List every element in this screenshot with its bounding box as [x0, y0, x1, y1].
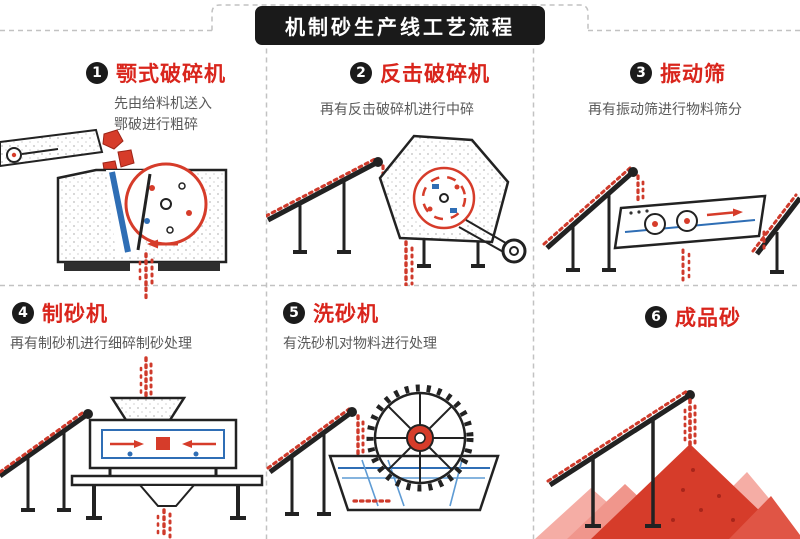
step-description-line: 先由给料机送入	[114, 96, 212, 112]
page-title: 机制砂生产线工艺流程	[285, 15, 515, 39]
feed-conveyor	[266, 407, 357, 516]
discharge-stream	[138, 252, 154, 286]
leg-foot	[417, 264, 431, 268]
undersize-stream	[681, 248, 691, 282]
stacker-conveyor	[546, 389, 695, 528]
step-number-badge: 1	[86, 62, 108, 84]
feed-conveyor	[0, 409, 93, 512]
step-cell-sand-washer: 5 洗砂机 有洗砂机对物料进行处理	[266, 286, 533, 539]
step-title: 振动筛	[660, 62, 726, 86]
step-number-badge: 5	[283, 302, 305, 324]
sand-maker-machine	[70, 396, 264, 520]
step-description: 再有反击破碎机进行中碎	[320, 100, 474, 121]
leg-foot	[471, 264, 485, 268]
step-header: 5 洗砂机	[283, 298, 379, 328]
step-title: 制砂机	[42, 302, 108, 326]
finished-sand-illustration	[535, 389, 800, 539]
step-description-line: 再有振动筛进行物料筛分	[588, 102, 742, 118]
housing-legs	[422, 238, 480, 264]
step-header: 3 振动筛	[630, 58, 726, 88]
title-banner: 机制砂生产线工艺流程	[255, 6, 545, 45]
step-description-line: 鄂破进行粗碎	[114, 117, 198, 133]
step-cell-impact-crusher: 2 反击破碎机 再有反击破碎机进行中碎	[266, 30, 533, 286]
crusher-body	[56, 162, 228, 264]
step-title: 洗砂机	[313, 302, 379, 326]
impact-crusher-illustration	[266, 134, 527, 286]
step-cell-jaw-crusher: 1 颚式破碎机 先由给料机送入 鄂破进行粗碎	[0, 30, 266, 286]
step-description: 先由给料机送入 鄂破进行粗碎	[114, 94, 212, 136]
step-number-badge: 3	[630, 62, 652, 84]
discharge-stream	[156, 508, 172, 539]
jaw-crusher-illustration	[0, 128, 228, 286]
step-description: 再有振动筛进行物料筛分	[588, 100, 742, 121]
machine-base	[64, 262, 220, 271]
feed-conveyor	[542, 166, 638, 272]
step-header: 2 反击破碎机	[350, 58, 490, 88]
incoming-stream	[139, 286, 153, 400]
step-number-badge: 2	[350, 62, 372, 84]
step-cell-sand-maker: 4 制砂机 再有制砂机进行细碎制砂处理	[0, 286, 266, 539]
step-header: 4 制砂机	[12, 298, 108, 328]
step-description-line: 再有反击破碎机进行中碎	[320, 102, 474, 118]
sand-maker-illustration	[0, 286, 264, 539]
feed-conveyor	[266, 157, 383, 254]
step-cell-vibrating-screen: 3 振动筛 再有振动筛进行物料筛分	[533, 30, 800, 286]
step-description: 再有制砂机进行细碎制砂处理	[10, 334, 192, 355]
crusher-housing	[378, 134, 510, 244]
wash-wheel	[366, 384, 474, 492]
step-description-line: 再有制砂机进行细碎制砂处理	[10, 336, 192, 352]
step-title: 反击破碎机	[380, 62, 490, 86]
falling-stream	[683, 398, 697, 452]
step-description: 有洗砂机对物料进行处理	[283, 334, 437, 355]
feeder	[0, 128, 104, 168]
sand-washer-illustration	[266, 384, 500, 516]
inlet-stream	[356, 414, 365, 458]
step-description-line: 有洗砂机对物料进行处理	[283, 336, 437, 352]
screen-box	[613, 194, 767, 250]
vibrating-screen-illustration	[542, 166, 800, 282]
step-title: 成品砂	[675, 306, 741, 330]
inlet-stream	[636, 174, 645, 206]
step-header: 1 颚式破碎机	[86, 58, 226, 88]
step-number-badge: 4	[12, 302, 34, 324]
drive-belt	[458, 219, 527, 264]
step-cell-finished-sand: 6 成品砂	[533, 286, 800, 539]
sand-piles	[535, 444, 800, 539]
step-title: 颚式破碎机	[116, 62, 226, 86]
step-header: 6 成品砂	[645, 302, 741, 332]
discharge-stream	[404, 240, 414, 286]
step-number-badge: 6	[645, 306, 667, 328]
